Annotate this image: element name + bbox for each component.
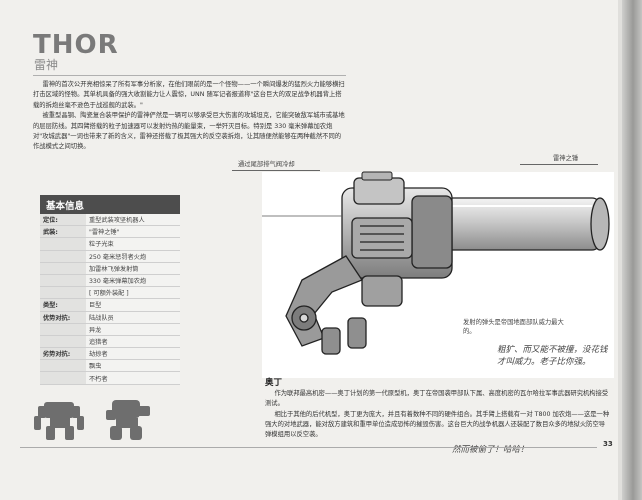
info-row: 追猎者 [40, 335, 180, 349]
info-value: "雷神之锤" [86, 225, 180, 239]
info-value: 不朽者 [86, 371, 180, 385]
info-table: 定位:重型武装攻坚机器人 武装:"雷神之锤" 粒子光束 250 毫米惩罚者火炮 … [40, 214, 180, 385]
info-key [40, 335, 86, 349]
info-row: 定位:重型武装攻坚机器人 [40, 214, 180, 227]
callout-vent: 通过尾部排气阀冷却 [238, 161, 295, 168]
info-row: 粒子光束 [40, 237, 180, 251]
thor-silhouette-icon [34, 402, 84, 440]
info-key: 定位: [40, 214, 86, 227]
section-title: 奥丁 [265, 378, 283, 388]
cannon-body [341, 177, 453, 279]
info-value: 劫掠者 [86, 347, 180, 361]
thor-cannon-drawing [262, 171, 614, 378]
info-value: 飘虫 [86, 359, 180, 373]
title-divider [33, 75, 346, 76]
info-row: 250 毫米惩罚者火炮 [40, 250, 180, 263]
info-value: 330 毫米弹幕加农炮 [86, 274, 180, 288]
section-paragraph: 作为联邦最高机密——奥丁计划的第一代原型机，奥丁在帝国袭甲部队下属、高度机密的瓦… [265, 390, 609, 408]
info-key [40, 323, 86, 336]
info-key [40, 274, 86, 288]
intro-paragraph: 被重型晶钢、陶瓷复合装甲保护的雷神俨然是一辆可以够承受巨大伤害的攻城坦克，它能突… [33, 112, 345, 151]
info-row: 加雷林飞弹发射筒 [40, 262, 180, 275]
info-row: 武装:"雷神之锤" [40, 225, 180, 239]
info-row: 类型:巨型 [40, 298, 180, 312]
unit-silhouettes [34, 400, 150, 440]
info-key: 优势对抗: [40, 311, 86, 324]
info-key [40, 359, 86, 373]
info-value: 陆战队员 [86, 311, 180, 324]
callout-hammer: 雷神之锤 [553, 155, 579, 162]
info-row: [ 可额外装配 ] [40, 286, 180, 300]
info-value: 加雷林飞弹发射筒 [86, 262, 180, 275]
odin-silhouette-icon [106, 400, 150, 440]
info-value: [ 可额外装配 ] [86, 286, 180, 300]
callout-hammer-line [520, 164, 598, 165]
intro-text: 雷神的首次公开亮相惊呆了所有军事分析家，在他们眼前的是一个怪物——一个瞬间爆发的… [33, 80, 347, 153]
section-paragraph: 相比于其他的后代机型，奥丁更为庞大，并且有着数种不同的硬件组合。其手臂上搭载有一… [265, 410, 610, 439]
info-value: 异龙 [86, 323, 180, 336]
footer-divider [20, 447, 597, 448]
top-vent [361, 171, 393, 181]
page-title: THOR [33, 30, 119, 60]
info-value: 250 毫米惩罚者火炮 [86, 250, 180, 263]
info-key [40, 262, 86, 275]
info-value: 巨型 [86, 298, 180, 312]
intro-paragraph: 雷神的首次公开亮相惊呆了所有军事分析家，在他们眼前的是一个怪物——一个瞬间爆发的… [33, 81, 345, 109]
barrel [439, 197, 610, 251]
info-row: 优势对抗:陆战队员 [40, 311, 180, 324]
handwritten-note-right: 粗犷、而又能不被撞，没花钱才叫威力。老子比你强。 [497, 345, 608, 367]
section-body: 作为联邦最高机密——奥丁计划的第一代原型机，奥丁在帝国袭甲部队下属、高度机密的瓦… [265, 389, 610, 440]
callout-shells: 发射的弹头是帝国地面部队威力最大的。 [463, 319, 564, 335]
info-row: 飘虫 [40, 359, 180, 373]
info-key [40, 371, 86, 385]
info-row: 不朽者 [40, 371, 180, 385]
page-subtitle: 雷神 [34, 58, 59, 72]
page-edge [622, 0, 642, 500]
info-panel: 基本信息 定位:重型武装攻坚机器人 武装:"雷神之锤" 粒子光束 250 毫米惩… [40, 195, 180, 385]
info-key: 类型: [40, 298, 86, 312]
info-value: 粒子光束 [86, 237, 180, 251]
page-edge-shadow [618, 0, 622, 500]
info-value: 追猎者 [86, 335, 180, 349]
info-row: 劣势对抗:劫掠者 [40, 347, 180, 361]
page-number: 33 [603, 440, 613, 448]
info-key [40, 237, 86, 251]
mechanical-arm [285, 255, 403, 355]
info-key [40, 250, 86, 263]
info-panel-heading: 基本信息 [40, 195, 180, 214]
info-row: 异龙 [40, 323, 180, 336]
callout-vent-line [232, 170, 320, 171]
info-value: 重型武装攻坚机器人 [86, 214, 180, 227]
info-key [40, 286, 86, 300]
info-key: 武装: [40, 225, 86, 239]
info-row: 330 毫米弹幕加农炮 [40, 274, 180, 288]
handwritten-note-bottom: 然而被偷了！哈哈！ [452, 445, 529, 455]
info-key: 劣势对抗: [40, 347, 86, 361]
